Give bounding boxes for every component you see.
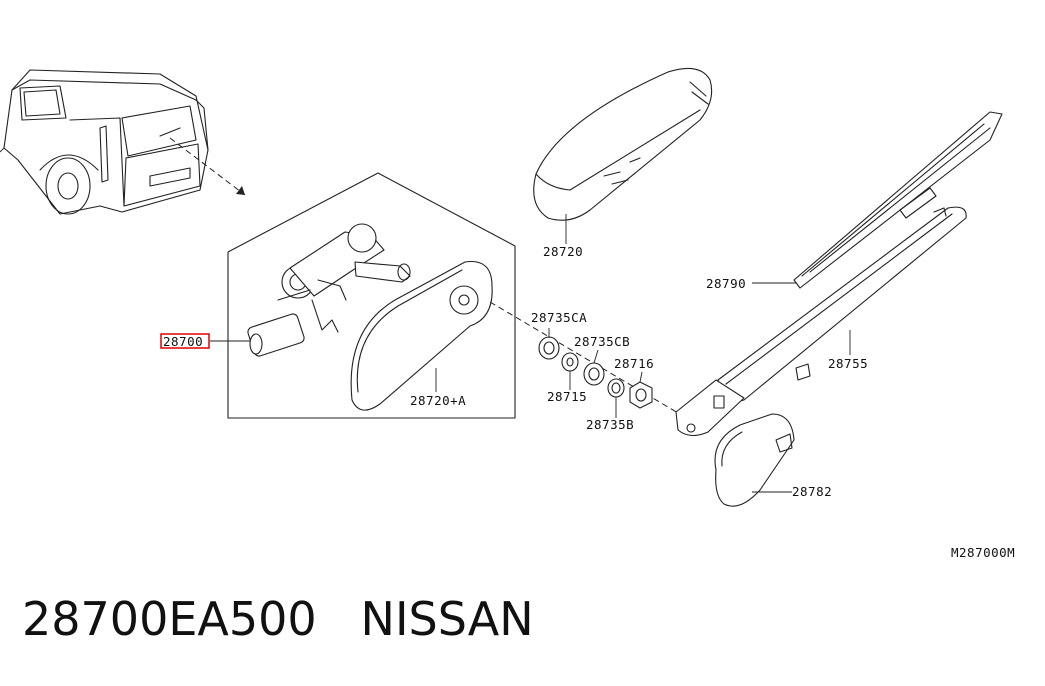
cover-a-shape[interactable] [350, 260, 493, 411]
label-28715[interactable]: 28715 [547, 389, 587, 404]
part-number-caption: 28700EA500 NISSAN [22, 592, 534, 646]
label-28735ca[interactable]: 28735CA [531, 310, 587, 325]
label-28720[interactable]: 28720 [543, 244, 583, 259]
cap-28782[interactable] [714, 413, 795, 507]
washer-28735cb[interactable] [583, 362, 605, 386]
nut-28716[interactable] [629, 381, 653, 409]
label-28735b[interactable]: 28735B [586, 417, 634, 432]
label-28790[interactable]: 28790 [706, 276, 746, 291]
drawing-code: M287000M [951, 545, 1016, 560]
motor-assembly-frame [227, 172, 516, 419]
wiper-arm[interactable] [675, 206, 967, 437]
vehicle-illustration [0, 69, 246, 215]
seal-28735ca[interactable] [538, 336, 560, 360]
wiper-blade[interactable] [793, 111, 1003, 289]
wiper-motor[interactable] [247, 223, 411, 357]
wiper-motor-highlight [160, 333, 210, 349]
label-28700[interactable]: 28700 [163, 334, 203, 349]
label-28782[interactable]: 28782 [792, 484, 832, 499]
washer-28715[interactable] [561, 352, 579, 372]
cover-28720[interactable] [533, 67, 713, 221]
label-28735cb[interactable]: 28735CB [574, 334, 630, 349]
label-28716[interactable]: 28716 [614, 356, 654, 371]
label-28755[interactable]: 28755 [828, 356, 868, 371]
washer-28735b[interactable] [607, 378, 625, 398]
label-28720-a[interactable]: 28720+A [410, 393, 466, 408]
